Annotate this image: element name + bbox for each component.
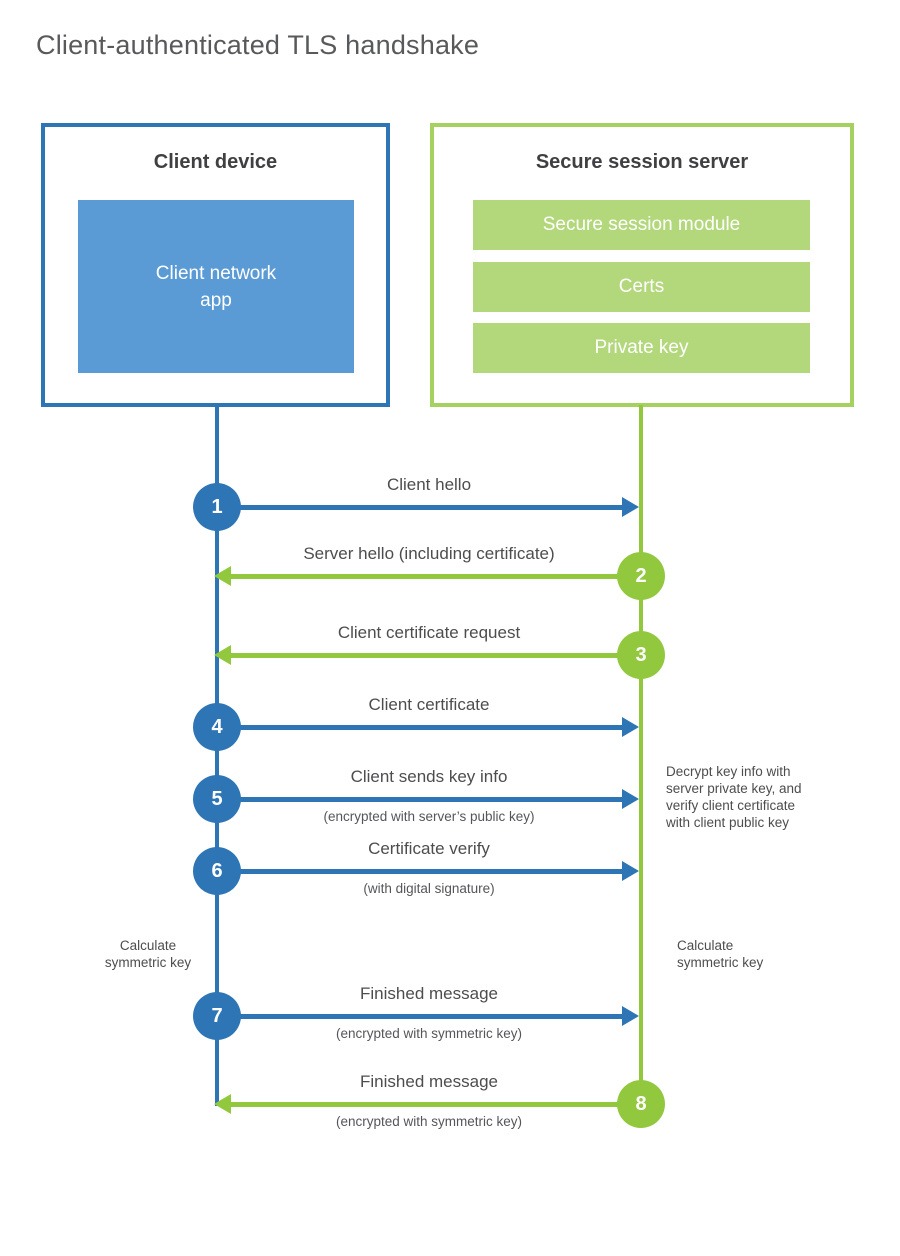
arrow-line bbox=[231, 1102, 641, 1107]
client-network-app-box: Client network app bbox=[78, 200, 354, 373]
note-decrypt-key-info: Decrypt key info with server private key… bbox=[666, 764, 802, 830]
arrowhead-right-icon bbox=[622, 497, 639, 517]
step-number-badge: 8 bbox=[617, 1080, 665, 1128]
server-module-certs: Certs bbox=[473, 262, 810, 312]
step-label: Finished message bbox=[360, 984, 498, 1003]
note-calculate-symmetric-key-client: Calculate symmetric key bbox=[104, 938, 192, 970]
arrow-line bbox=[231, 574, 641, 579]
arrowhead-left-icon bbox=[214, 1094, 231, 1114]
arrow-line bbox=[218, 725, 622, 730]
note-calculate-symmetric-key-server: Calculate symmetric key bbox=[677, 938, 764, 970]
arrowhead-right-icon bbox=[622, 861, 639, 881]
arrow-line bbox=[231, 653, 641, 658]
step-number-badge: 1 bbox=[193, 483, 241, 531]
secure-session-server-title: Secure session server bbox=[535, 151, 749, 173]
step-label: Finished message bbox=[360, 1072, 498, 1091]
server-lifeline bbox=[639, 405, 643, 1106]
client-lifeline bbox=[215, 405, 219, 1106]
arrowhead-right-icon bbox=[622, 1006, 639, 1026]
page-title: Client-authenticated TLS handshake bbox=[36, 30, 480, 60]
step-label: Server hello (including certificate) bbox=[303, 544, 555, 563]
step-number-badge: 6 bbox=[193, 847, 241, 895]
arrowhead-left-icon bbox=[214, 645, 231, 665]
step-number-badge: 7 bbox=[193, 992, 241, 1040]
step-number-badge: 2 bbox=[617, 552, 665, 600]
step-sublabel: (encrypted with server’s public key) bbox=[323, 809, 535, 824]
step-label: Client hello bbox=[386, 475, 472, 494]
step-number-badge: 4 bbox=[193, 703, 241, 751]
arrow-line bbox=[218, 869, 622, 874]
arrowhead-left-icon bbox=[214, 566, 231, 586]
client-device-title: Client device bbox=[153, 151, 278, 173]
step-number-badge: 5 bbox=[193, 775, 241, 823]
step-label: Client certificate request bbox=[337, 623, 521, 642]
server-module-secure-session: Secure session module bbox=[473, 200, 810, 250]
step-sublabel: (encrypted with symmetric key) bbox=[335, 1114, 523, 1129]
arrowhead-right-icon bbox=[622, 789, 639, 809]
step-sublabel: (with digital signature) bbox=[363, 881, 495, 896]
step-sublabel: (encrypted with symmetric key) bbox=[335, 1026, 523, 1041]
step-number-badge: 3 bbox=[617, 631, 665, 679]
arrow-line bbox=[218, 797, 622, 802]
step-label: Client sends key info bbox=[350, 767, 508, 786]
arrowhead-right-icon bbox=[622, 717, 639, 737]
server-module-private-key: Private key bbox=[473, 323, 810, 373]
step-label: Certificate verify bbox=[368, 839, 490, 858]
arrow-line bbox=[218, 505, 622, 510]
arrow-line bbox=[218, 1014, 622, 1019]
step-label: Client certificate bbox=[368, 695, 490, 714]
